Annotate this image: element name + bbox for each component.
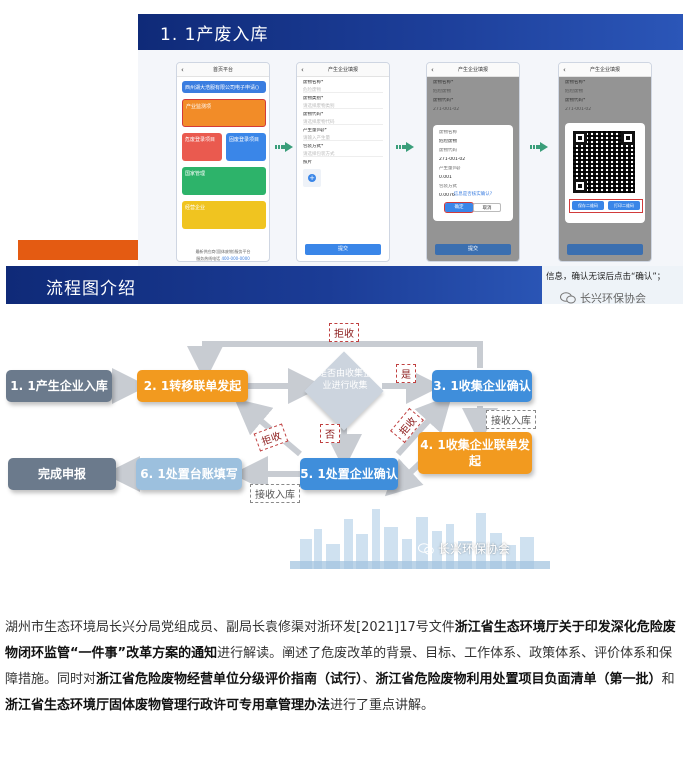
tile-produce[interactable]: 产业监测项	[182, 99, 266, 127]
decision-text: 是否由收集企业进行收集	[318, 369, 373, 391]
node-producer-register: 1. 1产生企业入库	[6, 370, 112, 402]
photo-upload[interactable]: +	[303, 169, 321, 187]
tile-solid[interactable]: 固废登录项目	[226, 133, 266, 161]
doc-title-link: 浙江省生态环境厅关于印发深化危险废物闭环监管“一件事”改革方案的通知	[5, 620, 676, 661]
tile-hazardous[interactable]: 危废登录项目	[182, 133, 222, 161]
back-icon[interactable]: ‹	[431, 66, 434, 74]
label-no: 否	[320, 424, 340, 443]
label-accept-bottom: 接收入库	[250, 484, 300, 503]
arrow-right-icon	[275, 142, 293, 152]
node-transfer-initiate: 2. 1转移联单发起	[137, 370, 248, 402]
node-disposer-confirm: 5. 1处置企业确认	[300, 458, 398, 490]
submit-button[interactable]: 提交	[435, 244, 511, 255]
tile-operator[interactable]: 经营企业	[182, 201, 266, 229]
phone-screen-home: ‹首页平台 西州湖大浩服有限公司电子申请() 产业监测项 危废登录项目 固废登录…	[176, 62, 270, 262]
top-slide: 1. 1产废入库 ‹首页平台 西州湖大浩服有限公司电子申请() 产业监测项 危废…	[138, 14, 683, 266]
watermark: 长兴环保协会	[560, 290, 646, 306]
orange-accent-bar	[18, 240, 138, 260]
phone-screen-confirm: ‹产生企业填报 废物名称* 危险废物 废物代码* 271-001-02 废物名称…	[426, 62, 520, 262]
waste-name-field[interactable]: 危险废物	[303, 87, 383, 93]
top-banner-title: 1. 1产废入库	[160, 25, 269, 45]
info-text: 信息，确认无误后点击“确认”；	[546, 272, 666, 282]
plus-icon: +	[308, 174, 316, 182]
city-skyline-image	[290, 509, 550, 569]
label-yes: 是	[396, 364, 416, 383]
phone-screen-qrcode: ‹产生企业填报 废物名称* 危险废物 废物代码* 271-001-02 保存二维…	[558, 62, 652, 262]
waste-code-field[interactable]: 请选择废物代码	[303, 119, 383, 125]
flow-banner: 流程图介绍	[6, 266, 542, 304]
cancel-button[interactable]: 取消	[473, 203, 501, 212]
node-complete: 完成申报	[8, 458, 116, 490]
wechat-icon	[418, 542, 434, 554]
confirm-dialog: 废物名称 危险废物 废物代码 271-001-02 产生量(吨) 0.001 包…	[433, 125, 513, 221]
node-ledger-fill: 6. 1处置台账填写	[136, 458, 242, 490]
arrow-right-icon	[396, 142, 414, 152]
waste-category-field[interactable]: 请选择废物类别	[303, 103, 383, 109]
flowchart: 1. 1产生企业入库 2. 1转移联单发起 是否由收集企业进行收集 3. 1收集…	[0, 304, 683, 570]
back-icon[interactable]: ‹	[301, 66, 304, 74]
back-icon: ‹	[181, 66, 184, 74]
label-reject-top: 拒收	[329, 323, 359, 342]
wechat-icon	[560, 292, 576, 304]
footer-text: 最新供应商(固体废物)服务平台	[195, 249, 251, 254]
print-qrcode-button[interactable]: 打印二维码	[608, 201, 640, 210]
label-accept-right: 接收入库	[486, 410, 536, 429]
back-icon[interactable]: ‹	[563, 66, 566, 74]
arrow-right-icon	[530, 142, 548, 152]
article-paragraph: 湖州市生态环境局长兴分局党组成员、副局长袁修渠对浙环发[2021]17号文件浙江…	[5, 620, 676, 713]
save-qrcode-button[interactable]: 保存二维码	[572, 201, 604, 210]
qrcode-dialog: 保存二维码 打印二维码	[565, 123, 645, 223]
tile-manage[interactable]: 国家管理	[182, 167, 266, 195]
amount-field[interactable]: 请输入产生量	[303, 135, 383, 141]
company-tile[interactable]: 西州湖大浩服有限公司电子申请()	[182, 81, 266, 93]
confirm-question: 信息是否核实确认?	[453, 192, 493, 197]
watermark: 长兴环保协会	[418, 540, 510, 557]
flow-banner-title: 流程图介绍	[46, 279, 136, 299]
top-banner: 1. 1产废入库	[138, 14, 683, 50]
node-collector-initiate: 4. 1收集企业联单发起	[418, 432, 532, 474]
confirm-button[interactable]: 确定	[444, 202, 474, 213]
node-collector-confirm: 3. 1收集企业确认	[432, 370, 532, 402]
submit-button[interactable]: 提交	[305, 244, 381, 255]
phone-screen-form: ‹产生企业填报 废物名称* 危险废物 废物类别* 请选择废物类别 废物代码* 请…	[296, 62, 390, 262]
submit-button[interactable]	[567, 244, 643, 255]
package-field[interactable]: 请选择包装方式	[303, 151, 383, 157]
